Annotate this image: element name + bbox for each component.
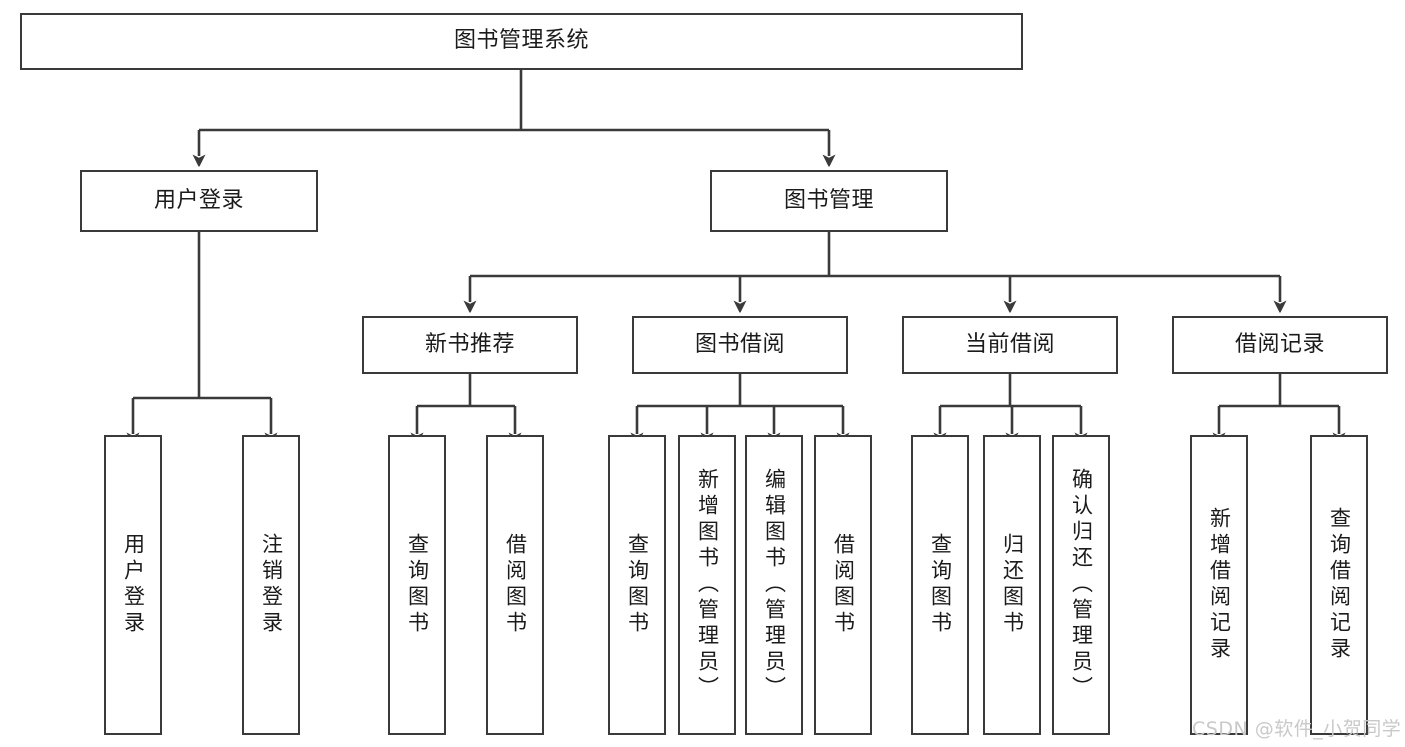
- node-leaf-borrow-book-1[interactable]: 借阅图书: [486, 435, 544, 735]
- node-leaf-user-login-label: 用户登录: [121, 533, 146, 637]
- node-leaf-borrow-book-2-label: 借阅图书: [831, 533, 856, 637]
- node-root-label: 图书管理系统: [453, 28, 589, 54]
- node-leaf-return-book[interactable]: 归还图书: [983, 435, 1041, 735]
- node-leaf-query-book-2-label: 查询图书: [625, 533, 650, 637]
- node-leaf-query-record-label: 查询借阅记录: [1327, 507, 1352, 663]
- node-leaf-add-record[interactable]: 新增借阅记录: [1190, 435, 1248, 735]
- node-leaf-query-book-3-label: 查询图书: [928, 533, 953, 637]
- node-borrow-record[interactable]: 借阅记录: [1172, 316, 1388, 374]
- node-borrow-record-label: 借阅记录: [1234, 331, 1325, 357]
- node-leaf-borrow-book-1-label: 借阅图书: [503, 533, 528, 637]
- node-leaf-add-book[interactable]: 新增图书（管理员）: [678, 435, 736, 735]
- node-leaf-confirm-return-label: 确认归还（管理员）: [1069, 468, 1094, 702]
- node-leaf-edit-book[interactable]: 编辑图书（管理员）: [745, 435, 803, 735]
- node-book-borrow-label: 图书借阅: [694, 331, 785, 357]
- node-leaf-query-book-3[interactable]: 查询图书: [911, 435, 969, 735]
- node-leaf-add-book-label: 新增图书（管理员）: [695, 468, 720, 702]
- node-leaf-return-book-label: 归还图书: [1000, 533, 1025, 637]
- node-new-book-rec-label: 新书推荐: [424, 331, 515, 357]
- node-book-borrow[interactable]: 图书借阅: [632, 316, 848, 374]
- node-leaf-edit-book-label: 编辑图书（管理员）: [762, 468, 787, 702]
- node-leaf-query-book-1-label: 查询图书: [405, 533, 430, 637]
- node-book-manage[interactable]: 图书管理: [710, 170, 948, 232]
- node-book-manage-label: 图书管理: [783, 187, 874, 213]
- node-root[interactable]: 图书管理系统: [20, 13, 1023, 70]
- node-user-login[interactable]: 用户登录: [80, 170, 318, 232]
- node-new-book-rec[interactable]: 新书推荐: [362, 316, 578, 374]
- node-leaf-user-logout-label: 注销登录: [259, 533, 284, 637]
- watermark-text: CSDN @软件_小贺同学: [1192, 718, 1402, 740]
- node-leaf-confirm-return[interactable]: 确认归还（管理员）: [1052, 435, 1110, 735]
- node-leaf-borrow-book-2[interactable]: 借阅图书: [814, 435, 872, 735]
- node-user-login-label: 用户登录: [153, 187, 244, 213]
- node-leaf-query-book-1[interactable]: 查询图书: [388, 435, 446, 735]
- node-leaf-query-book-2[interactable]: 查询图书: [608, 435, 666, 735]
- node-current-borrow-label: 当前借阅: [964, 331, 1055, 357]
- node-leaf-add-record-label: 新增借阅记录: [1207, 507, 1232, 663]
- node-leaf-query-record[interactable]: 查询借阅记录: [1310, 435, 1368, 735]
- node-leaf-user-logout[interactable]: 注销登录: [242, 435, 300, 735]
- node-leaf-user-login[interactable]: 用户登录: [104, 435, 162, 735]
- node-current-borrow[interactable]: 当前借阅: [902, 316, 1118, 374]
